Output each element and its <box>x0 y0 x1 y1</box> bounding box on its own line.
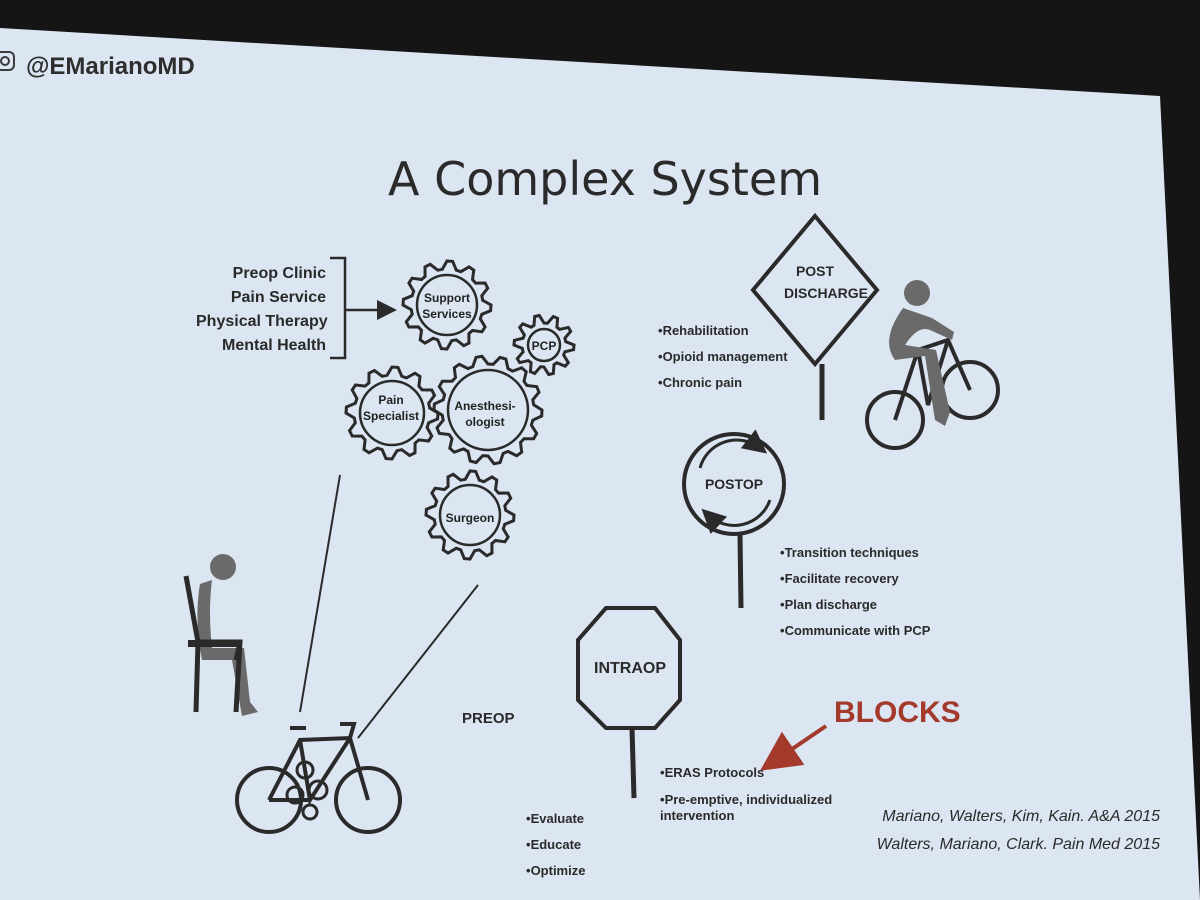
postop-list: Transition techniques Facilitate recover… <box>780 540 931 644</box>
list-item: Optimize <box>526 858 586 884</box>
list-item: Educate <box>526 832 585 858</box>
list-bracket <box>330 256 347 360</box>
blocks-label: BLOCKS <box>834 696 961 729</box>
postop-sign <box>682 429 786 609</box>
instagram-icon <box>0 51 15 71</box>
presenter-handle: @EMarianoMD <box>26 53 195 80</box>
intraop-label: INTRAOP <box>594 660 666 677</box>
gear-label-pain-specialist: Pain Specialist <box>362 393 420 423</box>
gear-anesthesiologist-ring <box>446 368 530 452</box>
list-item: ERAS Protocols <box>660 760 860 786</box>
gear-cluster <box>344 259 576 561</box>
gear-anesthesiologist <box>432 354 544 466</box>
gear-surgeon-ring <box>438 483 502 547</box>
post-discharge-list: Rehabilitation Opioid management Chronic… <box>658 318 788 396</box>
preop-list: Evaluate Educate Optimize <box>526 806 586 884</box>
slide-screen <box>0 28 1200 900</box>
list-item: Opioid management <box>658 344 788 370</box>
blocks-arrow <box>760 724 828 771</box>
support-list: Preop Clinic Pain Service Physical Thera… <box>196 262 328 358</box>
gear-label-anesthesiologist: Anesthesi- ologist <box>454 399 516 429</box>
list-item: Transition techniques <box>780 540 930 566</box>
list-item: Rehabilitation <box>658 318 788 344</box>
post-discharge-label: POST DISCHARGE <box>784 263 869 301</box>
gear-label-pcp: PCP <box>531 339 557 353</box>
bicycle-with-gears <box>235 722 402 834</box>
preop-label: PREOP <box>462 710 515 727</box>
slide-title: A Complex System <box>388 152 823 206</box>
postop-label: POSTOP <box>704 476 764 492</box>
support-item: Mental Health <box>221 337 326 354</box>
gear-label-surgeon: Surgeon <box>445 511 495 525</box>
seated-person-figure <box>183 554 258 716</box>
support-item: Physical Therapy <box>196 313 328 330</box>
intraop-list: ERAS Protocols Pre-emptive, individualiz… <box>660 760 860 824</box>
intraop-sign <box>576 606 682 799</box>
list-item: Evaluate <box>526 806 585 832</box>
connector-line-right <box>357 584 479 739</box>
support-item: Pain Service <box>230 289 326 306</box>
connector-line-left <box>299 474 341 713</box>
gear-label-support-services: Support Services <box>422 291 472 321</box>
gear-pcp-ring <box>526 327 562 363</box>
gear-pain-specialist-ring <box>358 379 426 447</box>
citation-2: Walters, Mariano, Clark. Pain Med 2015 <box>876 836 1160 853</box>
citation-1: Mariano, Walters, Kim, Kain. A&A 2015 <box>882 808 1160 825</box>
list-item: Pre-emptive, individualized intervention <box>660 792 860 824</box>
list-item: Plan discharge <box>780 592 930 618</box>
gear-pcp <box>512 313 576 377</box>
list-item: Chronic pain <box>658 370 788 396</box>
support-item: Preop Clinic <box>232 265 326 282</box>
list-item: Facilitate recovery <box>780 566 930 592</box>
list-item: Communicate with PCP <box>780 618 931 644</box>
gear-support-services-ring <box>415 273 479 337</box>
cyclist-figure <box>865 280 1000 450</box>
